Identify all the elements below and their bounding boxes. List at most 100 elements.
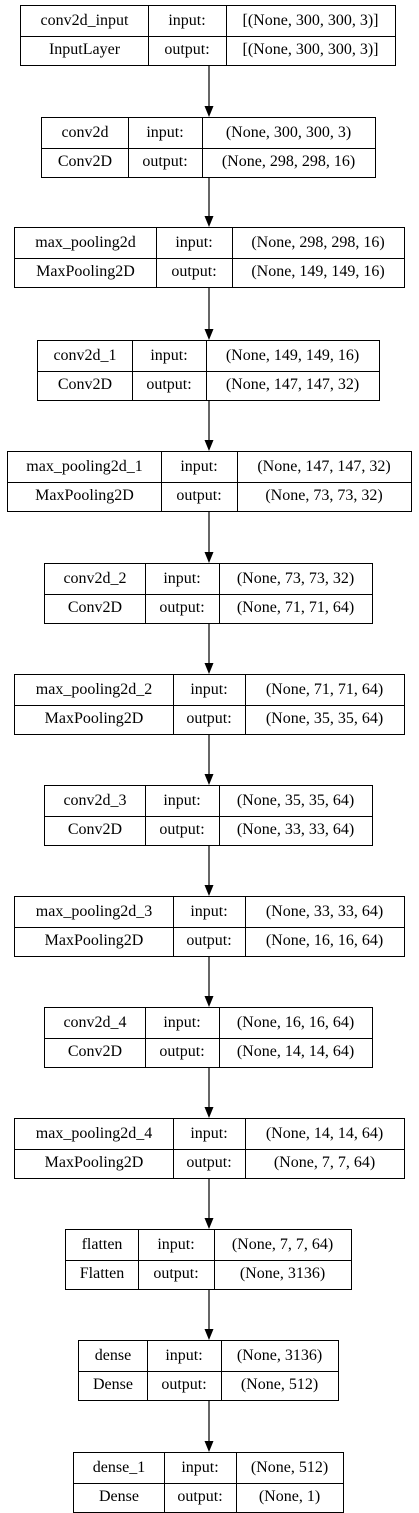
output-shape: (None, 71, 71, 64) bbox=[236, 599, 355, 617]
output-label: output: bbox=[171, 263, 217, 281]
column-divider bbox=[173, 675, 174, 734]
row-divider bbox=[15, 1148, 404, 1150]
column-divider bbox=[245, 675, 246, 734]
output-label: output: bbox=[142, 153, 188, 171]
layer-name: conv2d bbox=[61, 123, 109, 141]
row-divider bbox=[15, 257, 404, 259]
row-divider bbox=[15, 704, 404, 706]
layer-type: Conv2D bbox=[57, 153, 113, 171]
input-label: input: bbox=[190, 1124, 228, 1142]
layer-type: Flatten bbox=[79, 1265, 125, 1283]
input-label: input: bbox=[146, 123, 184, 141]
input-shape: (None, 16, 16, 64) bbox=[236, 1013, 355, 1031]
layer-name: max_pooling2d_1 bbox=[26, 457, 143, 475]
layer-type: Conv2D bbox=[67, 599, 123, 617]
column-divider bbox=[145, 1008, 146, 1067]
layer-name: max_pooling2d_3 bbox=[35, 902, 153, 920]
column-divider bbox=[219, 786, 220, 845]
output-label: output: bbox=[186, 710, 232, 728]
input-label: input: bbox=[190, 680, 228, 698]
output-shape: (None, 149, 149, 16) bbox=[251, 263, 385, 281]
column-divider bbox=[145, 786, 146, 845]
output-label: output: bbox=[159, 599, 205, 617]
row-divider bbox=[45, 815, 372, 817]
column-divider bbox=[219, 564, 220, 623]
output-shape: (None, 7, 7, 64) bbox=[273, 1154, 376, 1172]
arrowhead-icon bbox=[204, 1329, 214, 1340]
column-divider bbox=[147, 1341, 148, 1400]
column-divider bbox=[132, 341, 133, 400]
output-label: output: bbox=[164, 41, 210, 59]
column-divider bbox=[206, 341, 207, 400]
output-label: output: bbox=[159, 821, 205, 839]
column-divider bbox=[221, 1341, 222, 1400]
output-label: output: bbox=[176, 487, 222, 505]
row-divider bbox=[66, 1259, 351, 1261]
output-label: output: bbox=[146, 376, 192, 394]
row-divider bbox=[45, 1037, 372, 1039]
input-shape: (None, 35, 35, 64) bbox=[236, 791, 355, 809]
column-divider bbox=[214, 1230, 215, 1289]
layer-type: Conv2D bbox=[57, 376, 113, 394]
layer-type: InputLayer bbox=[48, 41, 121, 59]
output-shape: (None, 147, 147, 32) bbox=[225, 376, 360, 394]
layer-name: dense bbox=[94, 1346, 132, 1364]
input-shape: (None, 71, 71, 64) bbox=[265, 680, 384, 698]
output-shape: (None, 35, 35, 64) bbox=[265, 710, 384, 728]
arrowhead-icon bbox=[204, 329, 214, 340]
input-shape: (None, 14, 14, 64) bbox=[265, 1124, 384, 1142]
row-divider bbox=[79, 1370, 338, 1372]
layer-type: MaxPooling2D bbox=[44, 1154, 144, 1172]
input-label: input: bbox=[163, 569, 201, 587]
column-divider bbox=[128, 118, 129, 177]
column-divider bbox=[173, 897, 174, 956]
input-shape: (None, 33, 33, 64) bbox=[265, 902, 384, 920]
output-shape: (None, 33, 33, 64) bbox=[236, 821, 355, 839]
input-shape: (None, 7, 7, 64) bbox=[231, 1235, 334, 1253]
row-divider bbox=[21, 35, 395, 37]
input-shape: (None, 512) bbox=[250, 1458, 329, 1476]
output-label: output: bbox=[161, 1376, 207, 1394]
input-label: input: bbox=[157, 1235, 195, 1253]
row-divider bbox=[38, 370, 379, 372]
arrowhead-icon bbox=[204, 1441, 214, 1452]
row-divider bbox=[8, 481, 411, 483]
layer-name: max_pooling2d_2 bbox=[35, 680, 153, 698]
input-label: input: bbox=[150, 346, 188, 364]
output-label: output: bbox=[153, 1265, 199, 1283]
column-divider bbox=[245, 897, 246, 956]
input-label: input: bbox=[181, 1458, 219, 1476]
input-shape: [(None, 300, 300, 3)] bbox=[242, 11, 379, 29]
column-divider bbox=[237, 452, 238, 511]
output-label: output: bbox=[186, 1154, 232, 1172]
input-shape: (None, 3136) bbox=[236, 1346, 323, 1364]
layer-name: conv2d_4 bbox=[63, 1013, 127, 1031]
column-divider bbox=[145, 564, 146, 623]
input-shape: (None, 73, 73, 32) bbox=[236, 569, 355, 587]
arrowhead-icon bbox=[204, 1218, 214, 1229]
column-divider bbox=[164, 1453, 165, 1512]
output-label: output: bbox=[159, 1043, 205, 1061]
row-divider bbox=[42, 147, 375, 149]
layer-name: conv2d_2 bbox=[63, 569, 127, 587]
column-divider bbox=[226, 6, 227, 65]
input-label: input: bbox=[168, 11, 206, 29]
layer-type: MaxPooling2D bbox=[36, 263, 135, 281]
arrowhead-icon bbox=[204, 440, 214, 451]
arrowhead-icon bbox=[204, 774, 214, 785]
layer-name: dense_1 bbox=[92, 1458, 146, 1476]
arrowhead-icon bbox=[204, 996, 214, 1007]
output-shape: (None, 1) bbox=[258, 1488, 321, 1506]
column-divider bbox=[202, 118, 203, 177]
arrowhead-icon bbox=[204, 663, 214, 674]
